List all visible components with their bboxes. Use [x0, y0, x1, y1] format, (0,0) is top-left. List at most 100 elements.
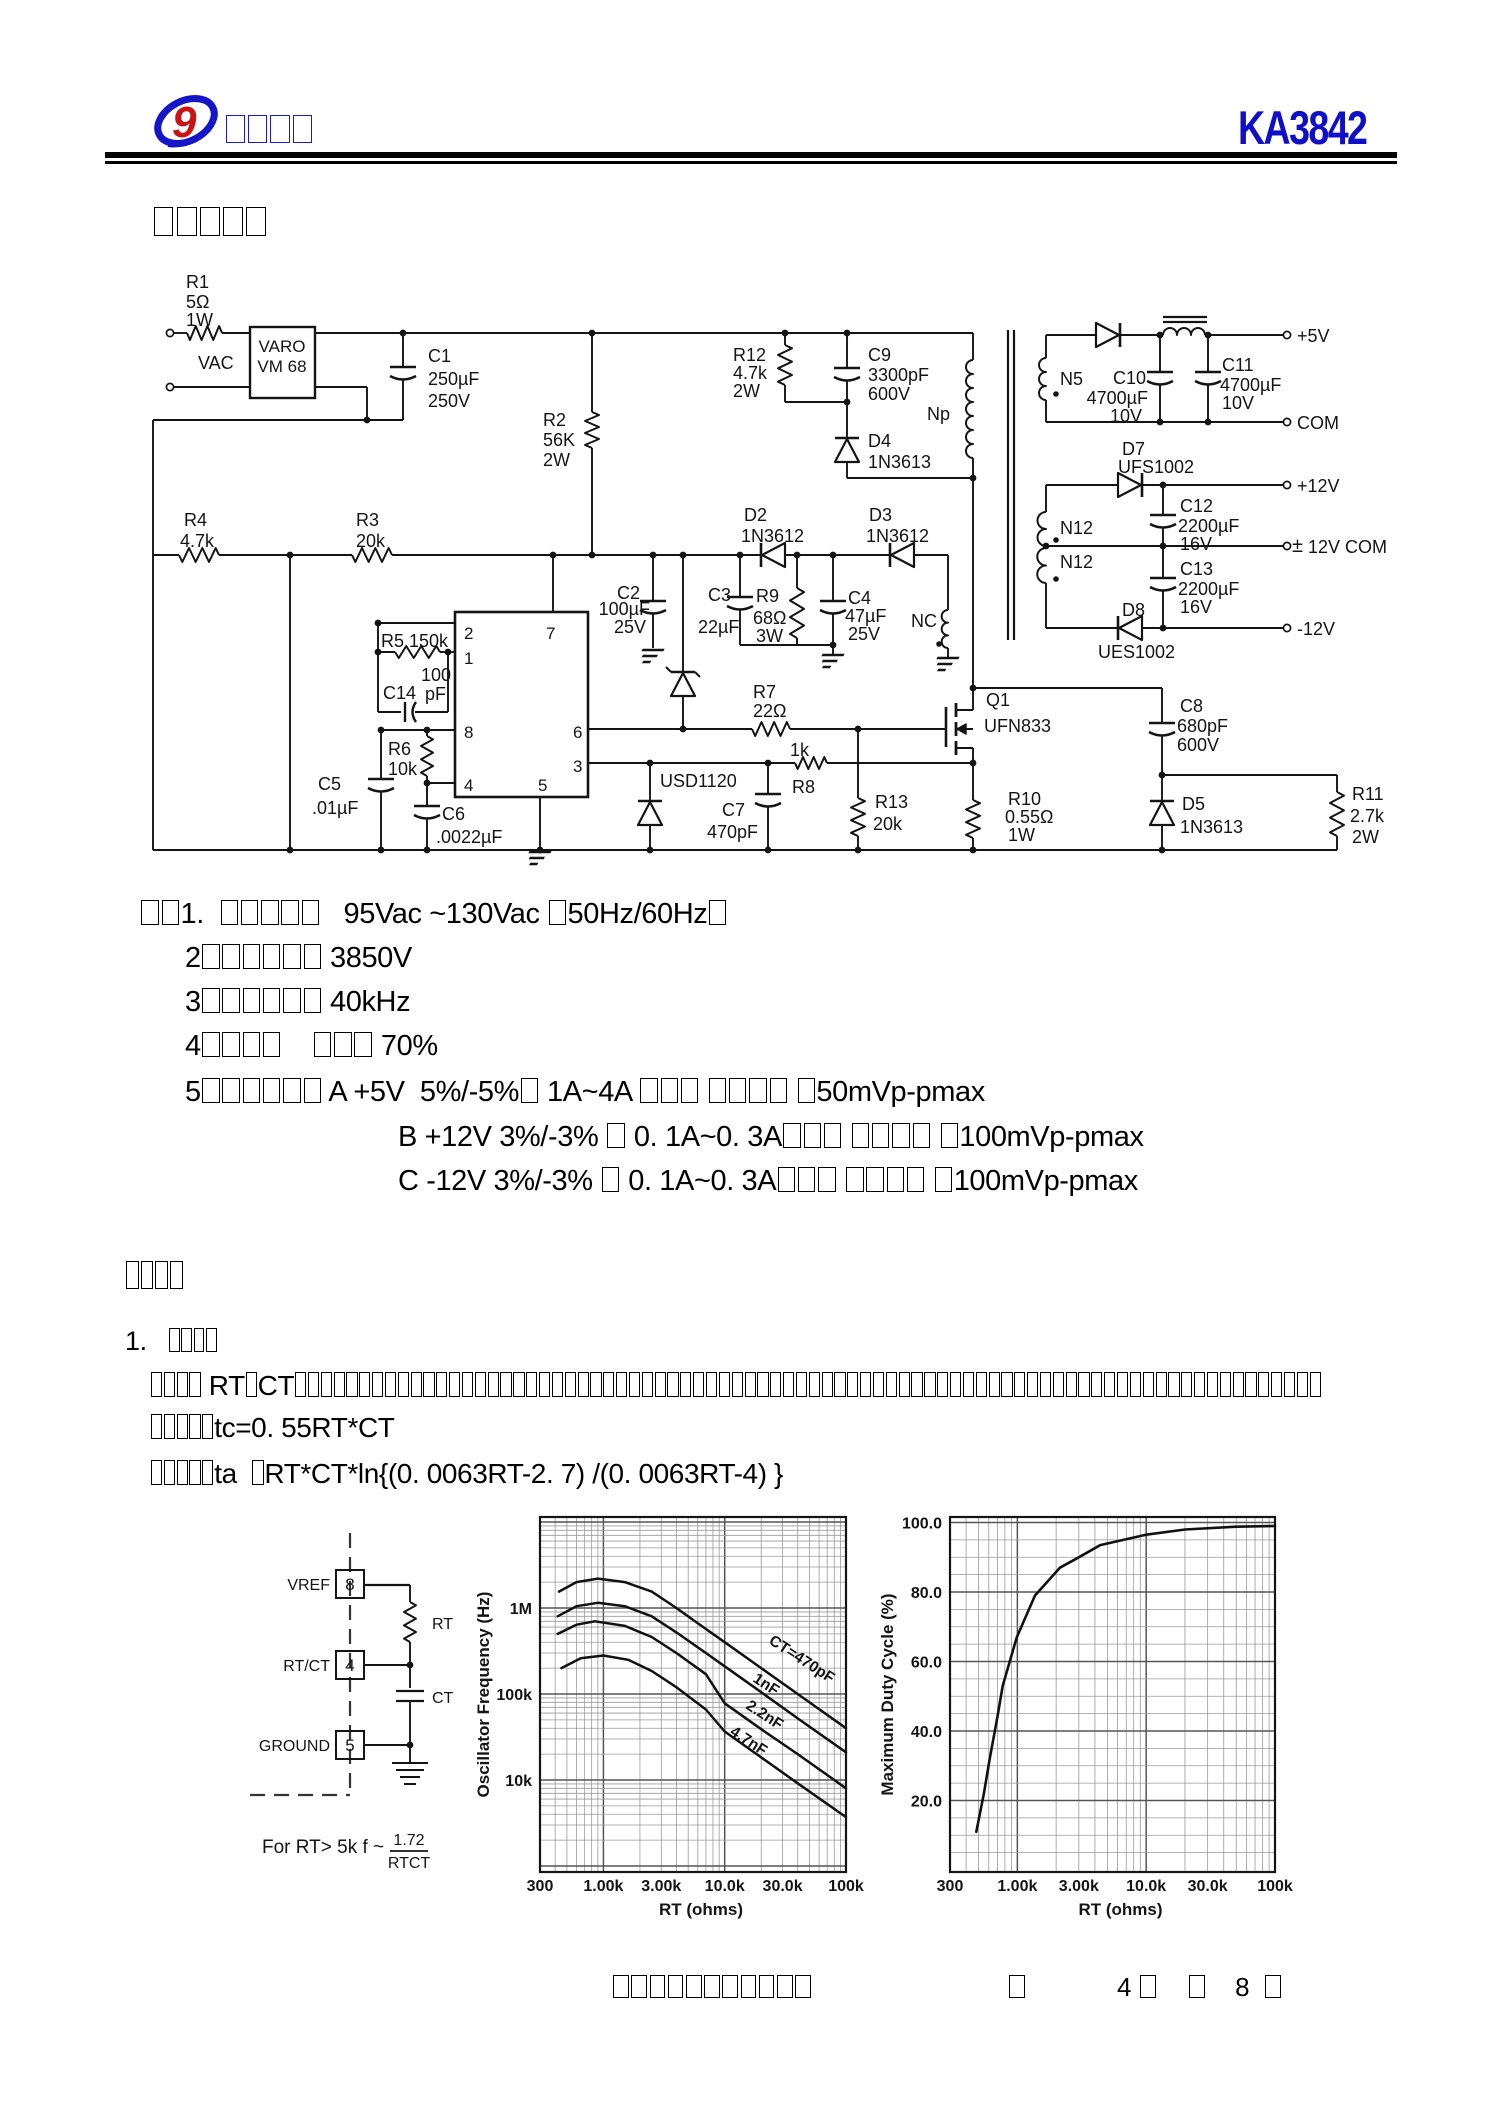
note-line-c: C -12V 3%/-3% 0. 1A~0. 3A 100mVp-pmax	[398, 1165, 1138, 1197]
cjk-tofu-glyph	[823, 1122, 842, 1149]
schematic-label: 12V COM	[1308, 537, 1387, 557]
cjk-tofu-glyph	[242, 943, 261, 970]
schematic-label: 4700µF	[1220, 375, 1281, 395]
cjk-tofu-glyph	[749, 1077, 767, 1104]
cjk-tofu-glyph	[704, 1974, 720, 1998]
cjk-tofu-glyph	[1245, 1372, 1257, 1397]
cjk-tofu-glyph	[242, 987, 261, 1014]
cjk-tofu-glyph	[708, 899, 727, 926]
cjk-tofu-glyph	[912, 1122, 930, 1149]
cjk-tofu-glyph	[818, 1166, 836, 1193]
chart1-x-tick: 1.00k	[583, 1878, 623, 1895]
cjk-tofu-glyph	[292, 115, 312, 144]
schematic-label: 1.72	[393, 1832, 424, 1849]
cjk-tofu-glyph	[202, 1031, 220, 1058]
schematic-label: pF	[425, 684, 446, 704]
cjk-tofu-glyph	[155, 1261, 169, 1290]
cjk-tofu-glyph	[693, 1372, 705, 1397]
cjk-tofu-glyph	[616, 1372, 628, 1397]
cjk-tofu-glyph	[631, 1974, 648, 1998]
cjk-tofu-glyph	[539, 1372, 551, 1397]
cjk-tofu-glyph	[222, 987, 240, 1014]
schematic-label: C8	[1180, 696, 1203, 716]
schematic-label: 2.7k	[1350, 806, 1385, 826]
cjk-tofu-glyph	[242, 1077, 261, 1104]
cjk-tofu-glyph	[1189, 1974, 1205, 1998]
cjk-tofu-glyph	[797, 1166, 816, 1193]
schematic-label: D8	[1122, 600, 1145, 620]
logo-swash-icon	[167, 115, 216, 148]
cjk-tofu-glyph	[1181, 1372, 1193, 1397]
cjk-tofu-glyph	[189, 1414, 201, 1439]
cjk-tofu-glyph	[1168, 1372, 1180, 1397]
cjk-tofu-glyph	[202, 1077, 220, 1104]
schematic-label: 1N3612	[866, 526, 929, 546]
schematic-label: 20k	[356, 531, 386, 551]
cjk-tofu-glyph	[1091, 1372, 1103, 1397]
schematic-label: R5 150k	[381, 631, 449, 651]
schematic-label: R6	[388, 739, 411, 759]
cjk-tofu-glyph	[225, 115, 245, 144]
chart2-y-axis-label: Maximum Duty Cycle (%)	[878, 1593, 897, 1795]
cjk-tofu-glyph	[176, 1460, 188, 1485]
schematic-label: 25V	[848, 624, 880, 644]
chart2-x-tick: 100k	[1257, 1878, 1293, 1895]
cjk-tofu-glyph	[384, 1372, 397, 1397]
schematic-label: 250V	[428, 391, 470, 411]
cjk-tofu-glyph	[667, 1974, 684, 1998]
chart1-x-axis-label: RT (ohms)	[659, 1900, 743, 1919]
cjk-tofu-glyph	[222, 207, 243, 237]
cjk-tofu-glyph	[449, 1372, 461, 1397]
cjk-tofu-glyph	[303, 943, 321, 970]
ground-icon	[936, 656, 960, 672]
cjk-tofu-glyph	[1001, 1372, 1013, 1397]
note-line-4: 4 70%	[185, 1030, 438, 1062]
cjk-tofu-glyph	[320, 1372, 332, 1397]
schematic-label: C2	[617, 583, 640, 603]
cjk-tofu-glyph	[1219, 1372, 1231, 1397]
schematic-label: .01µF	[312, 798, 358, 818]
cjk-tofu-glyph	[731, 1372, 743, 1397]
schematic-label: R1	[186, 272, 209, 292]
chart2-y-tick: 40.0	[911, 1724, 942, 1741]
cjk-tofu-glyph	[846, 1166, 864, 1193]
schematic-label: .0022µF	[436, 827, 502, 847]
cjk-tofu-glyph	[125, 1261, 139, 1290]
cjk-tofu-glyph	[795, 1974, 811, 1998]
chart1-y-axis-label: Oscillator Frequency (Hz)	[474, 1592, 493, 1798]
cjk-tofu-glyph	[303, 1077, 321, 1104]
cjk-tofu-glyph	[202, 987, 220, 1014]
schematic-label: R3	[356, 510, 379, 530]
cjk-tofu-glyph	[1232, 1372, 1244, 1397]
schematic-label: VM 68	[257, 357, 306, 376]
cjk-tofu-glyph	[680, 1372, 692, 1397]
cjk-tofu-glyph	[140, 1261, 154, 1290]
cjk-tofu-glyph	[150, 1372, 163, 1397]
cjk-tofu-glyph	[1309, 1372, 1321, 1397]
cjk-tofu-glyph	[660, 1077, 679, 1104]
cjk-tofu-glyph	[1194, 1372, 1206, 1397]
schematic-label: 4	[464, 776, 473, 795]
chart2-y-tick: 100.0	[902, 1516, 942, 1533]
cjk-tofu-glyph	[170, 1261, 183, 1290]
schematic-label: VREF	[287, 1577, 330, 1594]
cjk-tofu-glyph	[548, 899, 567, 926]
cjk-tofu-glyph	[1104, 1372, 1116, 1397]
cjk-tofu-glyph	[1014, 1372, 1026, 1397]
schematic-label: 100	[421, 665, 451, 685]
schematic-label: 4.7k	[733, 363, 768, 383]
chart2-x-tick: 300	[937, 1878, 964, 1895]
schematic-label: -12V	[1297, 619, 1335, 639]
note-line-3: 3 40kHz	[185, 986, 411, 1018]
cjk-tofu-glyph	[757, 1372, 769, 1397]
cjk-tofu-glyph	[937, 1372, 949, 1397]
schematic-label: 4.7k	[180, 531, 215, 551]
schematic-label: N12	[1060, 518, 1093, 538]
footer-page-number: 4	[1117, 1972, 1157, 2003]
cjk-tofu-glyph	[1271, 1372, 1283, 1397]
schematic-label: C7	[722, 800, 745, 820]
footer-total-pages: 8	[1188, 1972, 1282, 2003]
cjk-tofu-glyph	[708, 1077, 727, 1104]
